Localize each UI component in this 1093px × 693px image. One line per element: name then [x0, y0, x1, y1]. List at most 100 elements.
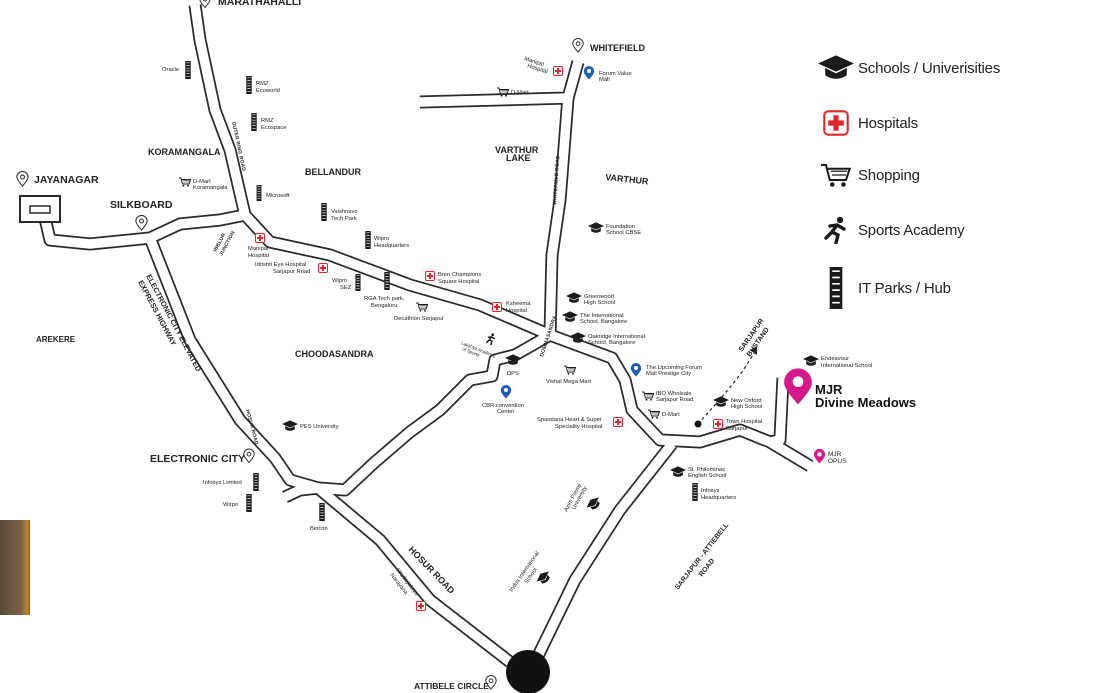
poi-foundation-line2: School CBSE [606, 230, 641, 236]
poi-greenwood-line1: Greenwood [584, 294, 614, 300]
shopping-cart-icon [416, 302, 428, 312]
jayanagar-road-end-inner [29, 205, 51, 214]
hospital-icon [553, 66, 563, 76]
legend-hospitals-label: Hospitals [858, 114, 918, 132]
poi-upcoming-forum-line2: Mall Prestige City [646, 371, 691, 377]
area-varthur: VARTHUR [605, 172, 650, 187]
poi-wipro-sez-line1: Wipro [332, 278, 347, 284]
poi-intl-school-line1: The International [580, 313, 624, 319]
poi-foundation-line1: Foundation [606, 224, 635, 230]
school-icon [588, 222, 604, 233]
school-icon [282, 420, 298, 431]
poi-dmart-whitefield: D-Mart [511, 90, 529, 96]
hospital-icon [416, 601, 426, 611]
photo-thumbnail-edge [0, 520, 30, 615]
poi-vaishnavo-line2: Tech Park [331, 216, 357, 222]
location-pin-icon [243, 448, 255, 464]
poi-town-hospital-line1: Town Hospital [726, 419, 762, 425]
poi-greenwood-line2: High School [584, 300, 615, 306]
poi-wipro-hq-line2: Headquarters [374, 243, 409, 249]
road-sarjapur-attibele-line1: SARJAPUR - ATTIEBELL [674, 521, 731, 591]
city-whitefield: WHITEFIELD [590, 43, 645, 53]
poi-infosys-hq-line2: Headquarters [701, 495, 736, 501]
poi-endeavour-line2: International School [821, 363, 872, 369]
poi-endeavour-line1: Endeavour [821, 356, 849, 362]
it-park-icon [365, 231, 371, 249]
poi-dps: DPS [507, 371, 519, 377]
poi-st-philominas-line1: St. Philominas [688, 467, 725, 473]
poi-microsoft: Microsoft [266, 193, 290, 199]
poi-ksheema-line2: Hospital [506, 308, 527, 314]
poi-rmz-ecospace-line2: Ecospace [261, 125, 286, 131]
it-park-icon [355, 274, 361, 291]
poi-vaishnavo-line1: Vaishnavo [331, 209, 358, 215]
poi-idrishti-line1: Idrishti Eye Hospital [255, 262, 306, 268]
shopping-cart-icon [642, 391, 654, 401]
poi-rmz-ecoworld-line1: RMZ [256, 81, 269, 87]
shopping-cart-icon [179, 177, 191, 187]
school-icon [584, 494, 604, 513]
legend-schools: Schools / Univerisities [818, 50, 1000, 86]
poi-forum-value-line2: Mall [599, 77, 610, 83]
shopping-cart-icon [564, 365, 576, 375]
arrow-head-icon [750, 346, 757, 355]
poi-manipal-wf-line1: Manipal [523, 56, 544, 68]
poi-cbr-line1: CBR convention [482, 403, 524, 409]
it-park-icon [321, 203, 327, 221]
poi-ibo-line1: IBO Wholsale [656, 391, 691, 397]
area-choodasandra: CHOODASANDRA [295, 349, 374, 359]
poi-vishal: Vishal Mega Mart [546, 379, 591, 385]
poi-new-oxford-line2: High School [731, 404, 762, 410]
poi-ksheema-line1: Ksheema [506, 301, 531, 307]
poi-upcoming-forum-line1: The Upcoming Forum [646, 365, 702, 371]
poi-manipal-line1: Manipal [248, 246, 268, 252]
poi-oakridge-line1: Oakridge International [588, 334, 645, 340]
hospital-icon [613, 417, 623, 427]
hospital-icon [255, 233, 265, 243]
venue-pin-icon [500, 385, 512, 399]
legend-shopping: Shopping [818, 157, 920, 193]
it-park-icon [256, 185, 262, 201]
poi-infosys-hq-line1: Infosys [701, 488, 719, 494]
poi-biocon: Biocon [310, 526, 328, 532]
poi-town-hospital-line2: Sarjapur [726, 426, 748, 432]
poi-bren-line2: Square Hospital [438, 279, 479, 285]
it-park-icon [692, 483, 698, 501]
project-name-line1: MJR [815, 382, 843, 397]
city-jayanagar: JAYANAGAR [34, 174, 99, 186]
mjr-opus-pin-icon [813, 448, 826, 464]
school-icon [803, 355, 819, 366]
hospital-icon [425, 271, 435, 281]
shopping-cart-icon [818, 157, 854, 193]
sarjapur-busstand-arrow [697, 351, 756, 425]
poi-pes: PES University [300, 424, 339, 430]
it-park-icon [246, 494, 252, 512]
hospital-icon [318, 263, 328, 273]
attibele-circle-junction [506, 650, 550, 693]
city-silkboard: SILKBOARD [110, 199, 173, 211]
school-icon [818, 50, 854, 86]
area-bellandur: BELLANDUR [305, 167, 361, 177]
it-park-icon [319, 503, 325, 521]
it-park-icon [253, 473, 259, 491]
poi-wipro-hq-line1: Wipro [374, 236, 389, 242]
poi-dmart-koramangala-line2: Koramangala [193, 185, 228, 191]
legend-schools-label: Schools / Univerisities [858, 59, 1001, 77]
location-pin-icon [135, 215, 148, 231]
mall-pin-icon [583, 66, 595, 80]
poi-st-philominas-line2: English School [688, 473, 726, 479]
mjr-opus-line1: MJR [828, 451, 842, 458]
location-pin-icon [572, 38, 584, 53]
poi-manipal-line2: Hospital [248, 253, 269, 259]
it-park-icon [185, 61, 191, 79]
poi-bren-line1: Bren Champions [438, 272, 481, 278]
road-network-fill [37, 4, 813, 666]
city-attibele-circle: ATTIBELE CIRCLE [414, 681, 489, 691]
legend-it-parks: IT Parks / Hub [818, 267, 951, 309]
poi-intl-school-line2: School, Bangalore [580, 319, 627, 325]
sports-runner-icon [818, 212, 854, 248]
area-arekere: AREKERE [36, 335, 76, 344]
poi-forum-value-line1: Forum Value [599, 71, 632, 77]
it-park-icon [251, 113, 257, 131]
